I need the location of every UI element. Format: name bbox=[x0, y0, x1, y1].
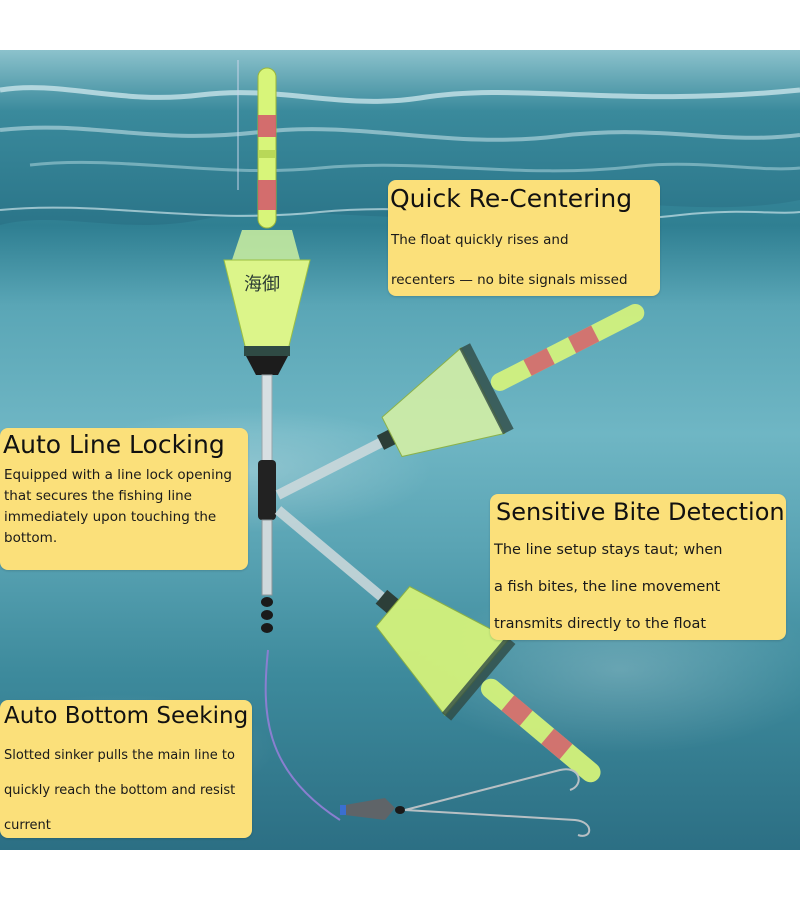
callout-auto-line-locking: Auto Line Locking Equipped with a line l… bbox=[0, 428, 248, 570]
callout-title: Auto Bottom Seeking bbox=[4, 703, 249, 729]
callout-title: Auto Line Locking bbox=[3, 430, 225, 459]
float-illustration: 海御 bbox=[223, 60, 645, 837]
callout-title: Quick Re-Centering bbox=[390, 184, 633, 213]
callout-text-line: quickly reach the bottom and resist bbox=[4, 783, 236, 798]
fishing-line-bottom bbox=[264, 649, 341, 821]
slotted-sinker bbox=[340, 798, 405, 820]
callout-text: Equipped with a line lock opening that s… bbox=[0, 459, 248, 549]
callout-auto-bottom-seeking: Auto Bottom Seeking Slotted sinker pulls… bbox=[0, 700, 252, 838]
callout-text-line: The float quickly rises and bbox=[391, 232, 569, 248]
callout-text-line: bottom. bbox=[4, 530, 58, 546]
callout-quick-recentering: Quick Re-Centering The float quickly ris… bbox=[388, 180, 660, 296]
upright-float: 海御 bbox=[223, 67, 311, 633]
callout-title: Sensitive Bite Detection bbox=[496, 498, 785, 526]
tilted-float-upper bbox=[275, 303, 645, 500]
callout-text-line: Slotted sinker pulls the main line to bbox=[4, 748, 235, 763]
tilted-float-lower bbox=[274, 506, 601, 783]
callout-text-line: Equipped with a line lock opening bbox=[4, 467, 232, 483]
hooks bbox=[404, 768, 591, 837]
callout-text-line: recenters — no bite signals missed bbox=[391, 272, 628, 288]
float-brand-mark: 海御 bbox=[244, 274, 280, 295]
callout-text-line: transmits directly to the float bbox=[494, 616, 707, 632]
callout-text-line: immediately upon touching the bbox=[4, 509, 217, 525]
callout-sensitive-bite-detection: Sensitive Bite Detection The line setup … bbox=[490, 494, 786, 640]
callout-text-line: a fish bites, the line movement bbox=[494, 579, 721, 595]
callout-text-line: The line setup stays taut; when bbox=[494, 542, 723, 558]
callout-text-line: current bbox=[4, 818, 51, 833]
callout-text-line: that secures the fishing line bbox=[4, 488, 192, 504]
